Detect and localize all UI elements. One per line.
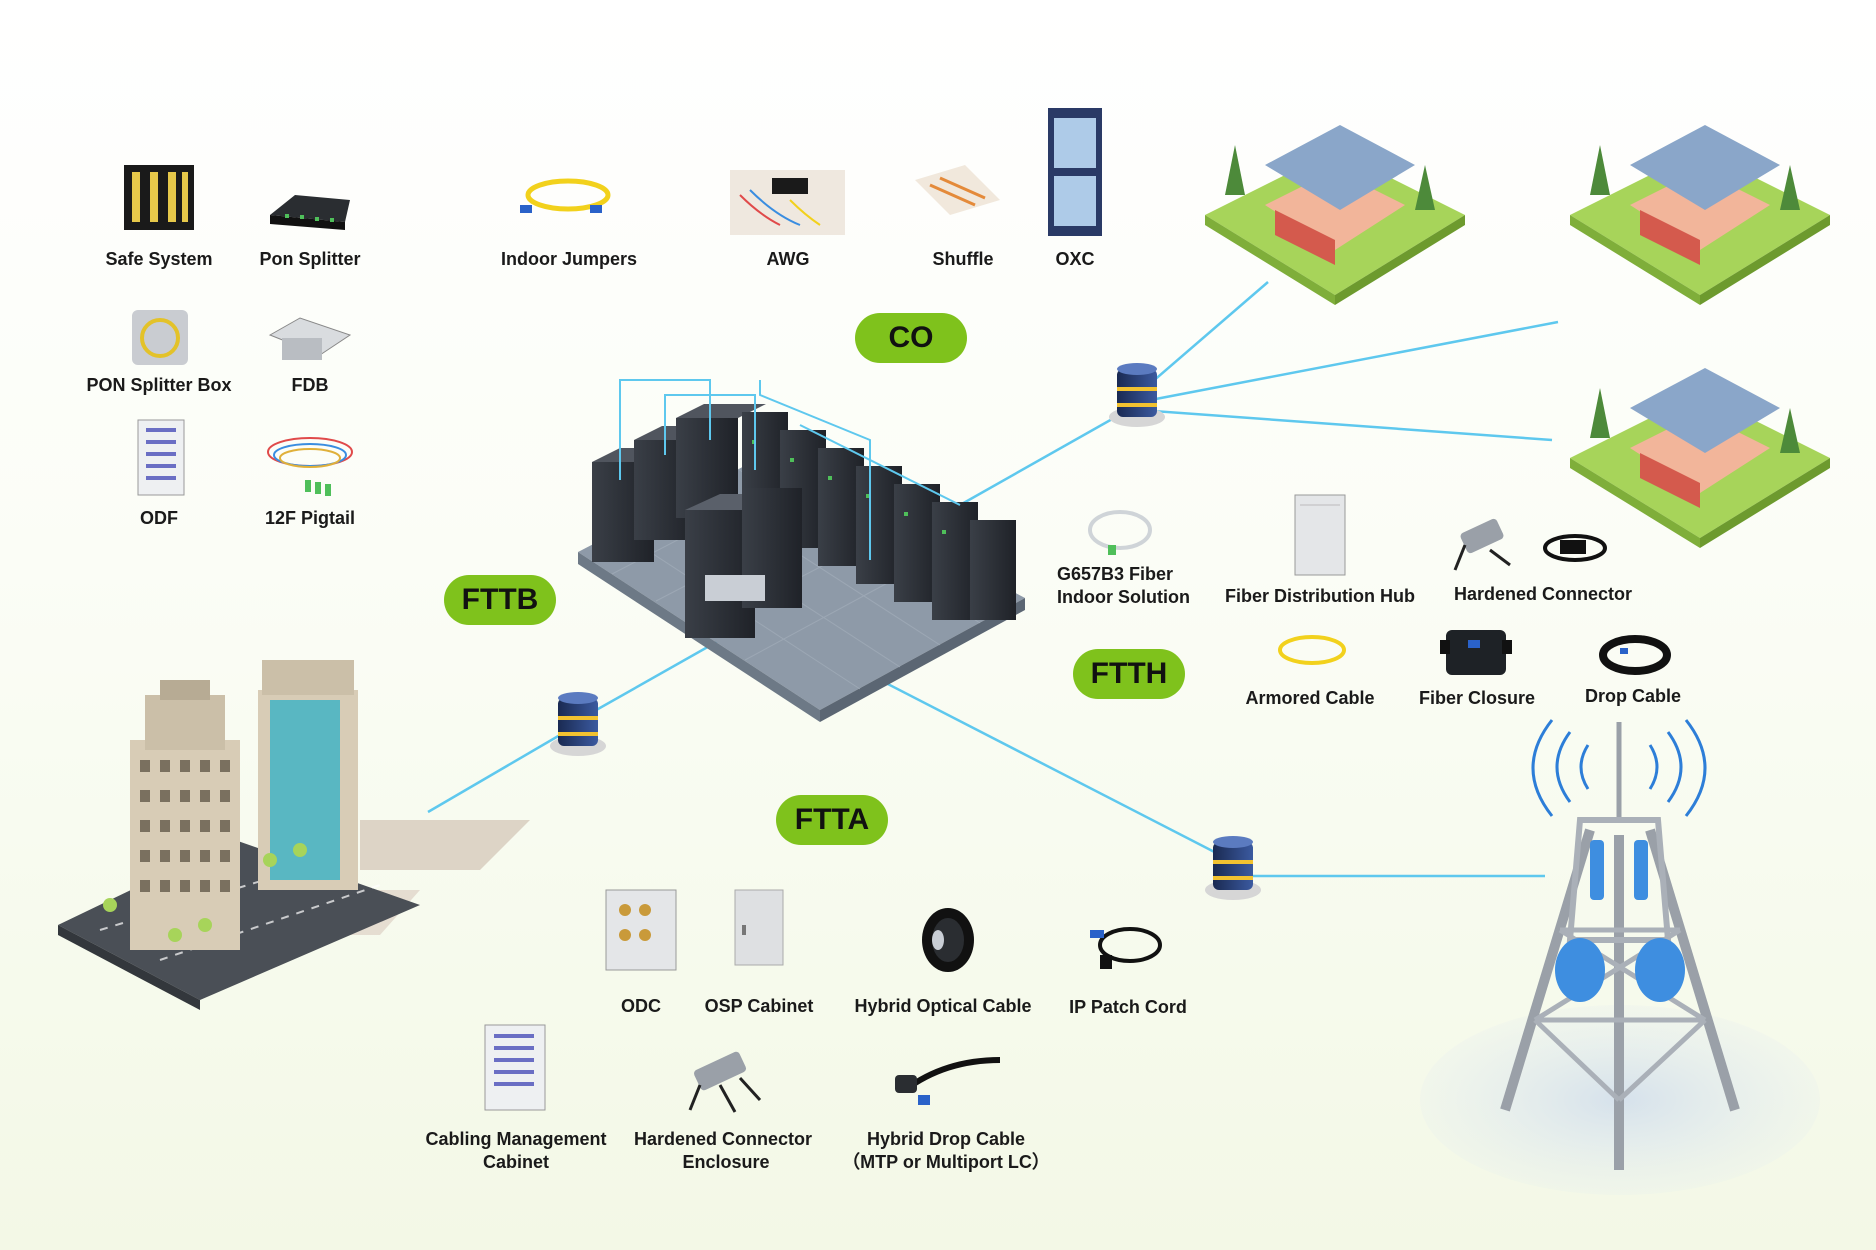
label-odf: ODF — [140, 508, 178, 528]
rack-fiber-links — [619, 379, 961, 560]
label-armored-cable: Armored Cable — [1245, 688, 1375, 708]
hardened-connector-icon — [1453, 518, 1607, 571]
pon-splitter-icon — [270, 195, 350, 230]
label-shuffle: Shuffle — [932, 249, 994, 269]
link-node-to-house-1 — [1136, 281, 1269, 396]
network-node-ftta — [1205, 836, 1261, 900]
label-pon-splitter-box: PON Splitter Box — [86, 375, 232, 395]
awg-icon — [730, 170, 845, 235]
label-oxc: OXC — [1055, 249, 1095, 269]
label-hardened-enclosure-line1: Hardened Connector — [633, 1129, 813, 1149]
fiber-distribution-hub-icon — [1294, 494, 1346, 576]
house-3 — [1570, 368, 1830, 548]
odc-icon — [605, 889, 677, 971]
server-rack-row-right — [742, 412, 1016, 620]
label-g657b3-line1: G657B3 Fiber — [1057, 564, 1174, 584]
g657b3-fiber-icon — [1088, 510, 1152, 555]
zone-label-ftth: FTTH — [1073, 649, 1185, 699]
oxc-icon — [1048, 108, 1102, 236]
network-node-fttb — [550, 692, 606, 756]
label-hybrid-drop-line1: Hybrid Drop Cable — [866, 1129, 1026, 1149]
house-1 — [1205, 125, 1465, 305]
server-rack-front — [685, 488, 802, 638]
link-co-to-ftth-node — [959, 403, 1138, 507]
label-12f-pigtail: 12F Pigtail — [264, 508, 356, 528]
armored-cable-icon — [1278, 635, 1346, 665]
link-lines — [427, 281, 1559, 878]
label-hybrid-drop-line2: （MTP or Multiport LC） — [842, 1152, 1050, 1172]
label-awg: AWG — [766, 249, 810, 269]
osp-cabinet-icon — [734, 889, 784, 966]
label-cabling-management-line1: Cabling Management — [425, 1129, 607, 1149]
shuffle-icon — [915, 165, 1000, 215]
hybrid-optical-cable-icon — [922, 908, 974, 972]
pon-splitter-box-icon — [132, 310, 188, 365]
link-node-to-house-2 — [1139, 320, 1559, 404]
data-center-illustration — [578, 379, 1025, 722]
label-hardened-connector: Hardened Connector — [1453, 584, 1633, 604]
odf-icon — [137, 419, 185, 496]
label-fdb: FDB — [291, 375, 329, 395]
cabling-management-cabinet-icon — [484, 1024, 546, 1111]
safe-system-icon — [124, 165, 194, 230]
fiber-closure-icon — [1440, 630, 1512, 675]
hardened-connector-enclosure-icon — [688, 1051, 762, 1113]
zone-label-fttb: FTTB — [444, 575, 556, 625]
label-g657b3-line2: Indoor Solution — [1057, 587, 1190, 607]
fdb-icon — [268, 317, 352, 360]
label-hardened-enclosure-line2: Enclosure — [682, 1152, 770, 1172]
link-co-to-fttb-node — [574, 638, 721, 724]
label-odc: ODC — [621, 996, 661, 1016]
label-pon-splitter: Pon Splitter — [259, 249, 361, 269]
zone-label-ftta: FTTA — [776, 795, 888, 845]
label-fiber-closure: Fiber Closure — [1418, 688, 1536, 708]
house-2 — [1570, 125, 1830, 305]
label-drop-cable: Drop Cable — [1584, 686, 1682, 706]
telecom-tower — [1420, 719, 1820, 1195]
drop-cable-icon — [1599, 635, 1671, 675]
link-node-to-house-3 — [1139, 408, 1553, 442]
label-ip-patch-cord: IP Patch Cord — [1069, 997, 1187, 1017]
zone-label-co: CO — [855, 313, 967, 363]
signal-waves-icon — [1531, 719, 1707, 817]
label-indoor-jumpers: Indoor Jumpers — [500, 249, 638, 269]
link-node-to-buildings — [427, 733, 561, 814]
label-hybrid-optical-cable: Hybrid Optical Cable — [854, 996, 1032, 1016]
network-node-ftth — [1109, 363, 1165, 427]
pigtail-12f-icon — [267, 437, 353, 496]
link-co-to-ftta-node — [879, 678, 1231, 862]
ip-patch-cord-icon — [1090, 927, 1162, 969]
label-fiber-distribution-hub: Fiber Distribution Hub — [1225, 586, 1415, 606]
office-buildings — [58, 660, 530, 1010]
label-cabling-management-line2: Cabinet — [482, 1152, 550, 1172]
indoor-jumpers-icon — [520, 178, 611, 213]
label-safe-system: Safe System — [105, 249, 213, 269]
hybrid-drop-cable-icon — [895, 1057, 1001, 1105]
label-osp-cabinet: OSP Cabinet — [704, 996, 814, 1016]
